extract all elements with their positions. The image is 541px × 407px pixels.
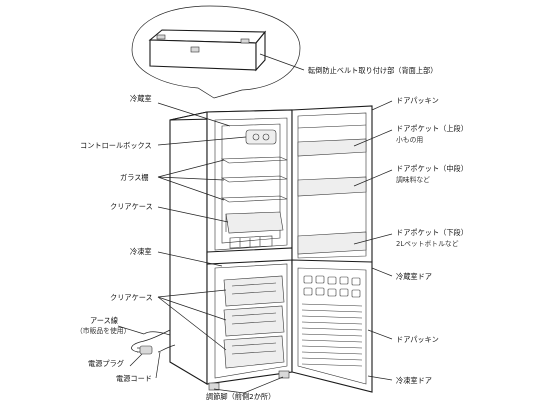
label-door-pocket-mid: ドアポケット（中段）	[396, 164, 468, 173]
refrigerator-body	[169, 109, 293, 391]
label-power-plug: 電源プラグ	[88, 359, 124, 368]
callout-bubble	[131, 5, 301, 99]
label-earth-wire: アース線	[90, 316, 118, 325]
glass-shelves	[220, 156, 288, 203]
label-control-box: コントロールボックス	[80, 141, 152, 150]
leader-lines-left	[117, 102, 284, 394]
adjustable-feet	[208, 370, 290, 391]
label-glass-shelf: ガラス棚	[120, 173, 149, 182]
label-door-gasket-top: ドアパッキン	[396, 96, 439, 105]
label-door-pocket-top-note: 小もの用	[396, 135, 423, 144]
ice-tray-icon	[229, 235, 273, 249]
control-box	[245, 129, 277, 145]
label-freezer-room: 冷凍室	[130, 247, 152, 256]
label-fridge-room: 冷蔵室	[130, 94, 152, 103]
back-top-callout	[131, 5, 301, 99]
label-power-cord: 電源コード	[116, 374, 152, 383]
label-adjust-foot: 調節脚（前側2か所）	[206, 392, 275, 401]
label-door-pocket-top: ドアポケット（上段）	[396, 124, 468, 133]
earth-wire	[143, 331, 171, 336]
power-cord	[131, 329, 176, 353]
label-tip-strap: 転倒防止ベルト取り付け部（背面上部）	[308, 66, 437, 75]
label-freezer-door: 冷凍室ドア	[396, 376, 432, 385]
label-door-pocket-low-note: 2Lペットボトルなど	[396, 240, 459, 248]
leader-lines-right	[259, 53, 393, 381]
fridge-door	[291, 105, 373, 265]
label-door-pocket-mid-note: 調味料など	[396, 175, 430, 184]
freezer-door	[291, 259, 373, 393]
clear-case-fridge	[225, 211, 284, 234]
clear-case-freezer	[223, 275, 285, 369]
label-fridge-door: 冷蔵室ドア	[396, 272, 432, 281]
label-door-pocket-low: ドアポケット（下段）	[396, 228, 468, 237]
label-earth-wire-note: （市販品を使用）	[76, 326, 130, 335]
label-door-gasket-bottom: ドアパッキン	[396, 335, 439, 344]
label-clear-case-top: クリアケース	[110, 202, 153, 211]
power-plug-icon	[137, 345, 153, 355]
tip-strap-bracket-icon	[156, 34, 250, 53]
label-clear-case-bottom: クリアケース	[110, 293, 153, 302]
